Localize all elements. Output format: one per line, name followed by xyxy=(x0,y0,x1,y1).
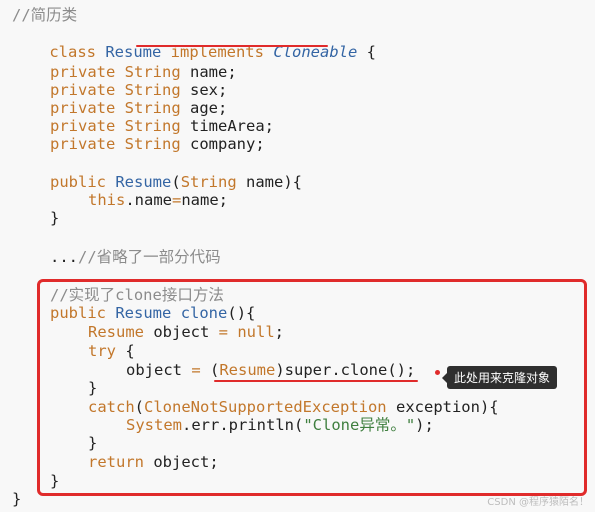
constructor-close: } xyxy=(50,209,60,227)
object-name: object xyxy=(144,323,219,341)
catch-close: } xyxy=(88,434,98,452)
constructor-body: this.name=name; xyxy=(88,191,228,209)
constructor-name: Resume xyxy=(115,173,172,191)
try-line: try { xyxy=(88,342,135,360)
system-class: System xyxy=(126,416,182,434)
annotation-dot xyxy=(435,370,440,375)
clone-call-underline xyxy=(214,380,418,382)
field-modifier: private xyxy=(50,117,116,135)
cast-type: Resume xyxy=(219,361,276,379)
ellipsis-comment: //省略了一部分代码 xyxy=(78,248,221,266)
exception-type: CloneNotSupportedException xyxy=(144,398,387,416)
field-line: private String sex; xyxy=(50,81,227,99)
exception-name: exception){ xyxy=(386,398,499,416)
super-clone-call: )super.clone(); xyxy=(275,361,416,379)
field-modifier: private xyxy=(50,99,116,117)
try-keyword: try xyxy=(88,342,116,360)
implements-underline xyxy=(136,45,328,47)
field-line: private String age; xyxy=(50,99,227,117)
class-comment: //简历类 xyxy=(12,6,78,24)
println-call: .err.println( xyxy=(182,416,304,434)
field-type: String xyxy=(124,117,181,135)
open-brace: { xyxy=(357,43,376,61)
open-brace: { xyxy=(116,342,135,360)
this-keyword: this xyxy=(88,191,126,209)
assign-operator: = xyxy=(218,323,228,341)
field-type: String xyxy=(124,135,181,153)
annotation-tooltip: 此处用来克隆对象 xyxy=(441,366,558,389)
field-line: private String timeArea; xyxy=(50,117,274,135)
class-close: } xyxy=(12,490,22,508)
field-modifier: private xyxy=(50,63,116,81)
paren: ( xyxy=(171,173,181,191)
field-name: sex; xyxy=(190,81,228,99)
field-type: String xyxy=(124,81,181,99)
ellipsis: ... xyxy=(50,248,78,266)
catch-keyword: catch xyxy=(88,398,135,416)
class-declaration: class Resume implements Cloneable { xyxy=(12,25,376,61)
return-value: object; xyxy=(144,453,219,471)
field-type: String xyxy=(124,99,181,117)
error-string: "Clone异常。" xyxy=(303,416,416,434)
clone-method-name: clone xyxy=(180,304,228,322)
clone-modifier: public xyxy=(50,304,106,322)
clone-params: (){ xyxy=(227,304,256,322)
constructor-signature: public Resume(String name){ xyxy=(50,173,302,191)
clone-return-type: Resume xyxy=(115,304,172,322)
field-access: .name xyxy=(125,191,172,209)
class-keyword: class xyxy=(49,43,96,61)
constructor-modifier: public xyxy=(50,173,106,191)
assign-operator: = xyxy=(172,191,182,209)
clone-comment: //实现了clone接口方法 xyxy=(50,286,224,304)
field-line: private String company; xyxy=(50,135,265,153)
field-modifier: private xyxy=(50,81,116,99)
assign-target: object xyxy=(126,361,192,379)
catch-line: catch(CloneNotSupportedException excepti… xyxy=(88,398,499,416)
field-type: String xyxy=(124,63,181,81)
assign-value: name; xyxy=(181,191,229,209)
clone-signature: public Resume clone(){ xyxy=(50,304,255,322)
field-name: timeArea; xyxy=(190,117,275,135)
field-name: name; xyxy=(190,63,237,81)
null-keyword: null xyxy=(228,323,275,341)
return-keyword: return xyxy=(88,453,144,471)
param-type: String xyxy=(180,173,237,191)
class-name: Resume xyxy=(96,43,171,61)
watermark: CSDN @程序猿陌名！ xyxy=(487,497,589,508)
ellipsis-line: ...//省略了一部分代码 xyxy=(50,248,221,266)
object-declaration: Resume object = null; xyxy=(88,323,284,341)
error-print: System.err.println("Clone异常。"); xyxy=(126,416,434,434)
clone-assignment: object = (Resume)super.clone(); xyxy=(126,361,415,379)
field-modifier: private xyxy=(50,135,116,153)
param-name: name){ xyxy=(236,173,303,191)
return-line: return object; xyxy=(88,453,219,471)
field-name: age; xyxy=(190,99,228,117)
assign-operator: = xyxy=(191,361,201,379)
implements-keyword: implements xyxy=(170,43,264,61)
cast-open: ( xyxy=(200,361,220,379)
method-close: } xyxy=(50,472,60,490)
paren: ( xyxy=(134,398,145,416)
semicolon: ; xyxy=(274,323,285,341)
call-end: ); xyxy=(415,416,434,434)
field-line: private String name; xyxy=(50,63,237,81)
field-name: company; xyxy=(190,135,265,153)
try-close: } xyxy=(88,379,98,397)
clone-method-highlight-box xyxy=(37,279,587,496)
cloneable-interface: Cloneable xyxy=(273,43,358,61)
object-type: Resume xyxy=(88,323,144,341)
